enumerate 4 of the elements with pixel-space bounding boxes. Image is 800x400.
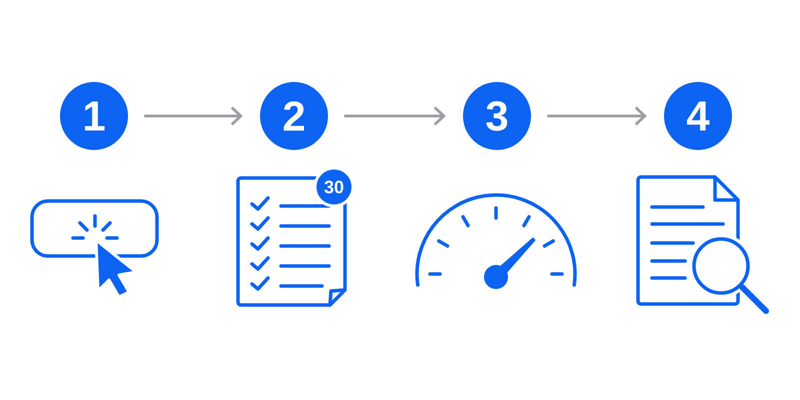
count-badge: 30 (314, 166, 354, 208)
arrow (144, 106, 243, 126)
arrow (547, 106, 647, 126)
arrow (344, 106, 446, 126)
